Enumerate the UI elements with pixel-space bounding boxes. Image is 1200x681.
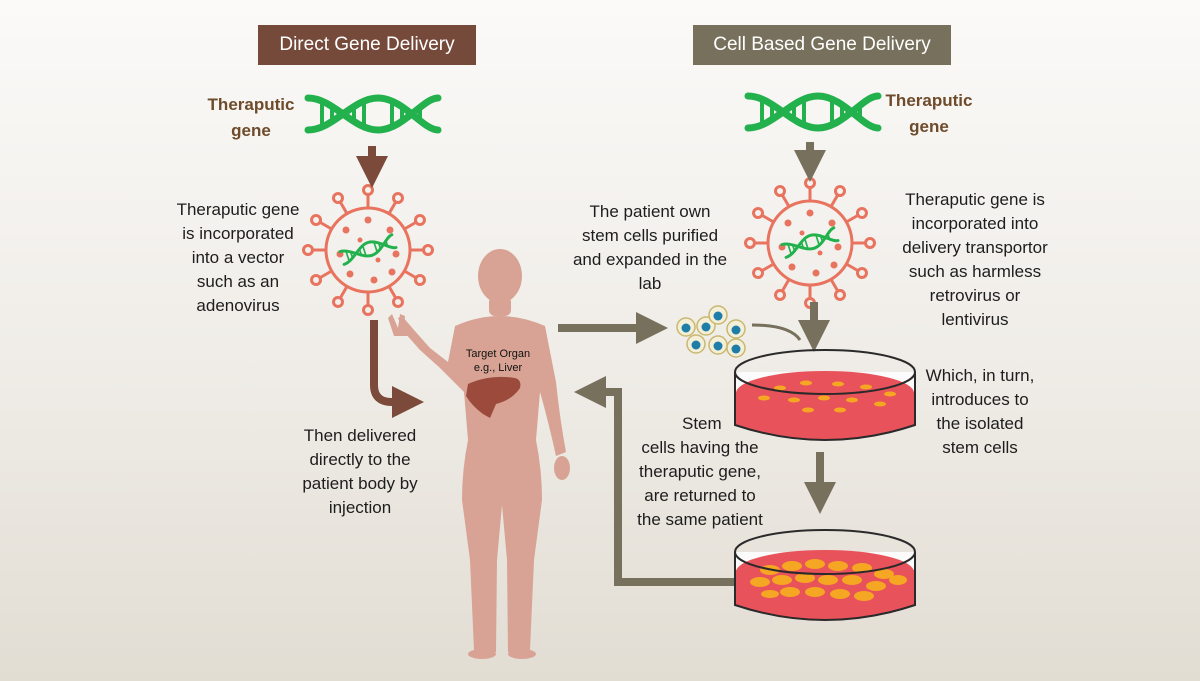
liver-icon — [466, 376, 521, 418]
virus-icon — [304, 186, 433, 315]
petri-dish-icon — [734, 529, 916, 621]
dna-icon — [748, 96, 878, 128]
petri-dish-icon — [734, 349, 916, 441]
arrow-stemcells-to-dish — [751, 323, 802, 341]
arrow-vector-to-body — [370, 320, 424, 418]
dna-icon — [308, 98, 438, 130]
direct-gene-delivery-title: Direct Gene Delivery — [258, 25, 476, 65]
stem-cell-icon — [676, 305, 746, 358]
arrow-return-to-patient — [574, 376, 735, 586]
cell-based-gene-delivery-title: Cell Based Gene Delivery — [693, 25, 951, 65]
human-body-icon — [388, 249, 570, 659]
virus-icon — [746, 179, 875, 308]
